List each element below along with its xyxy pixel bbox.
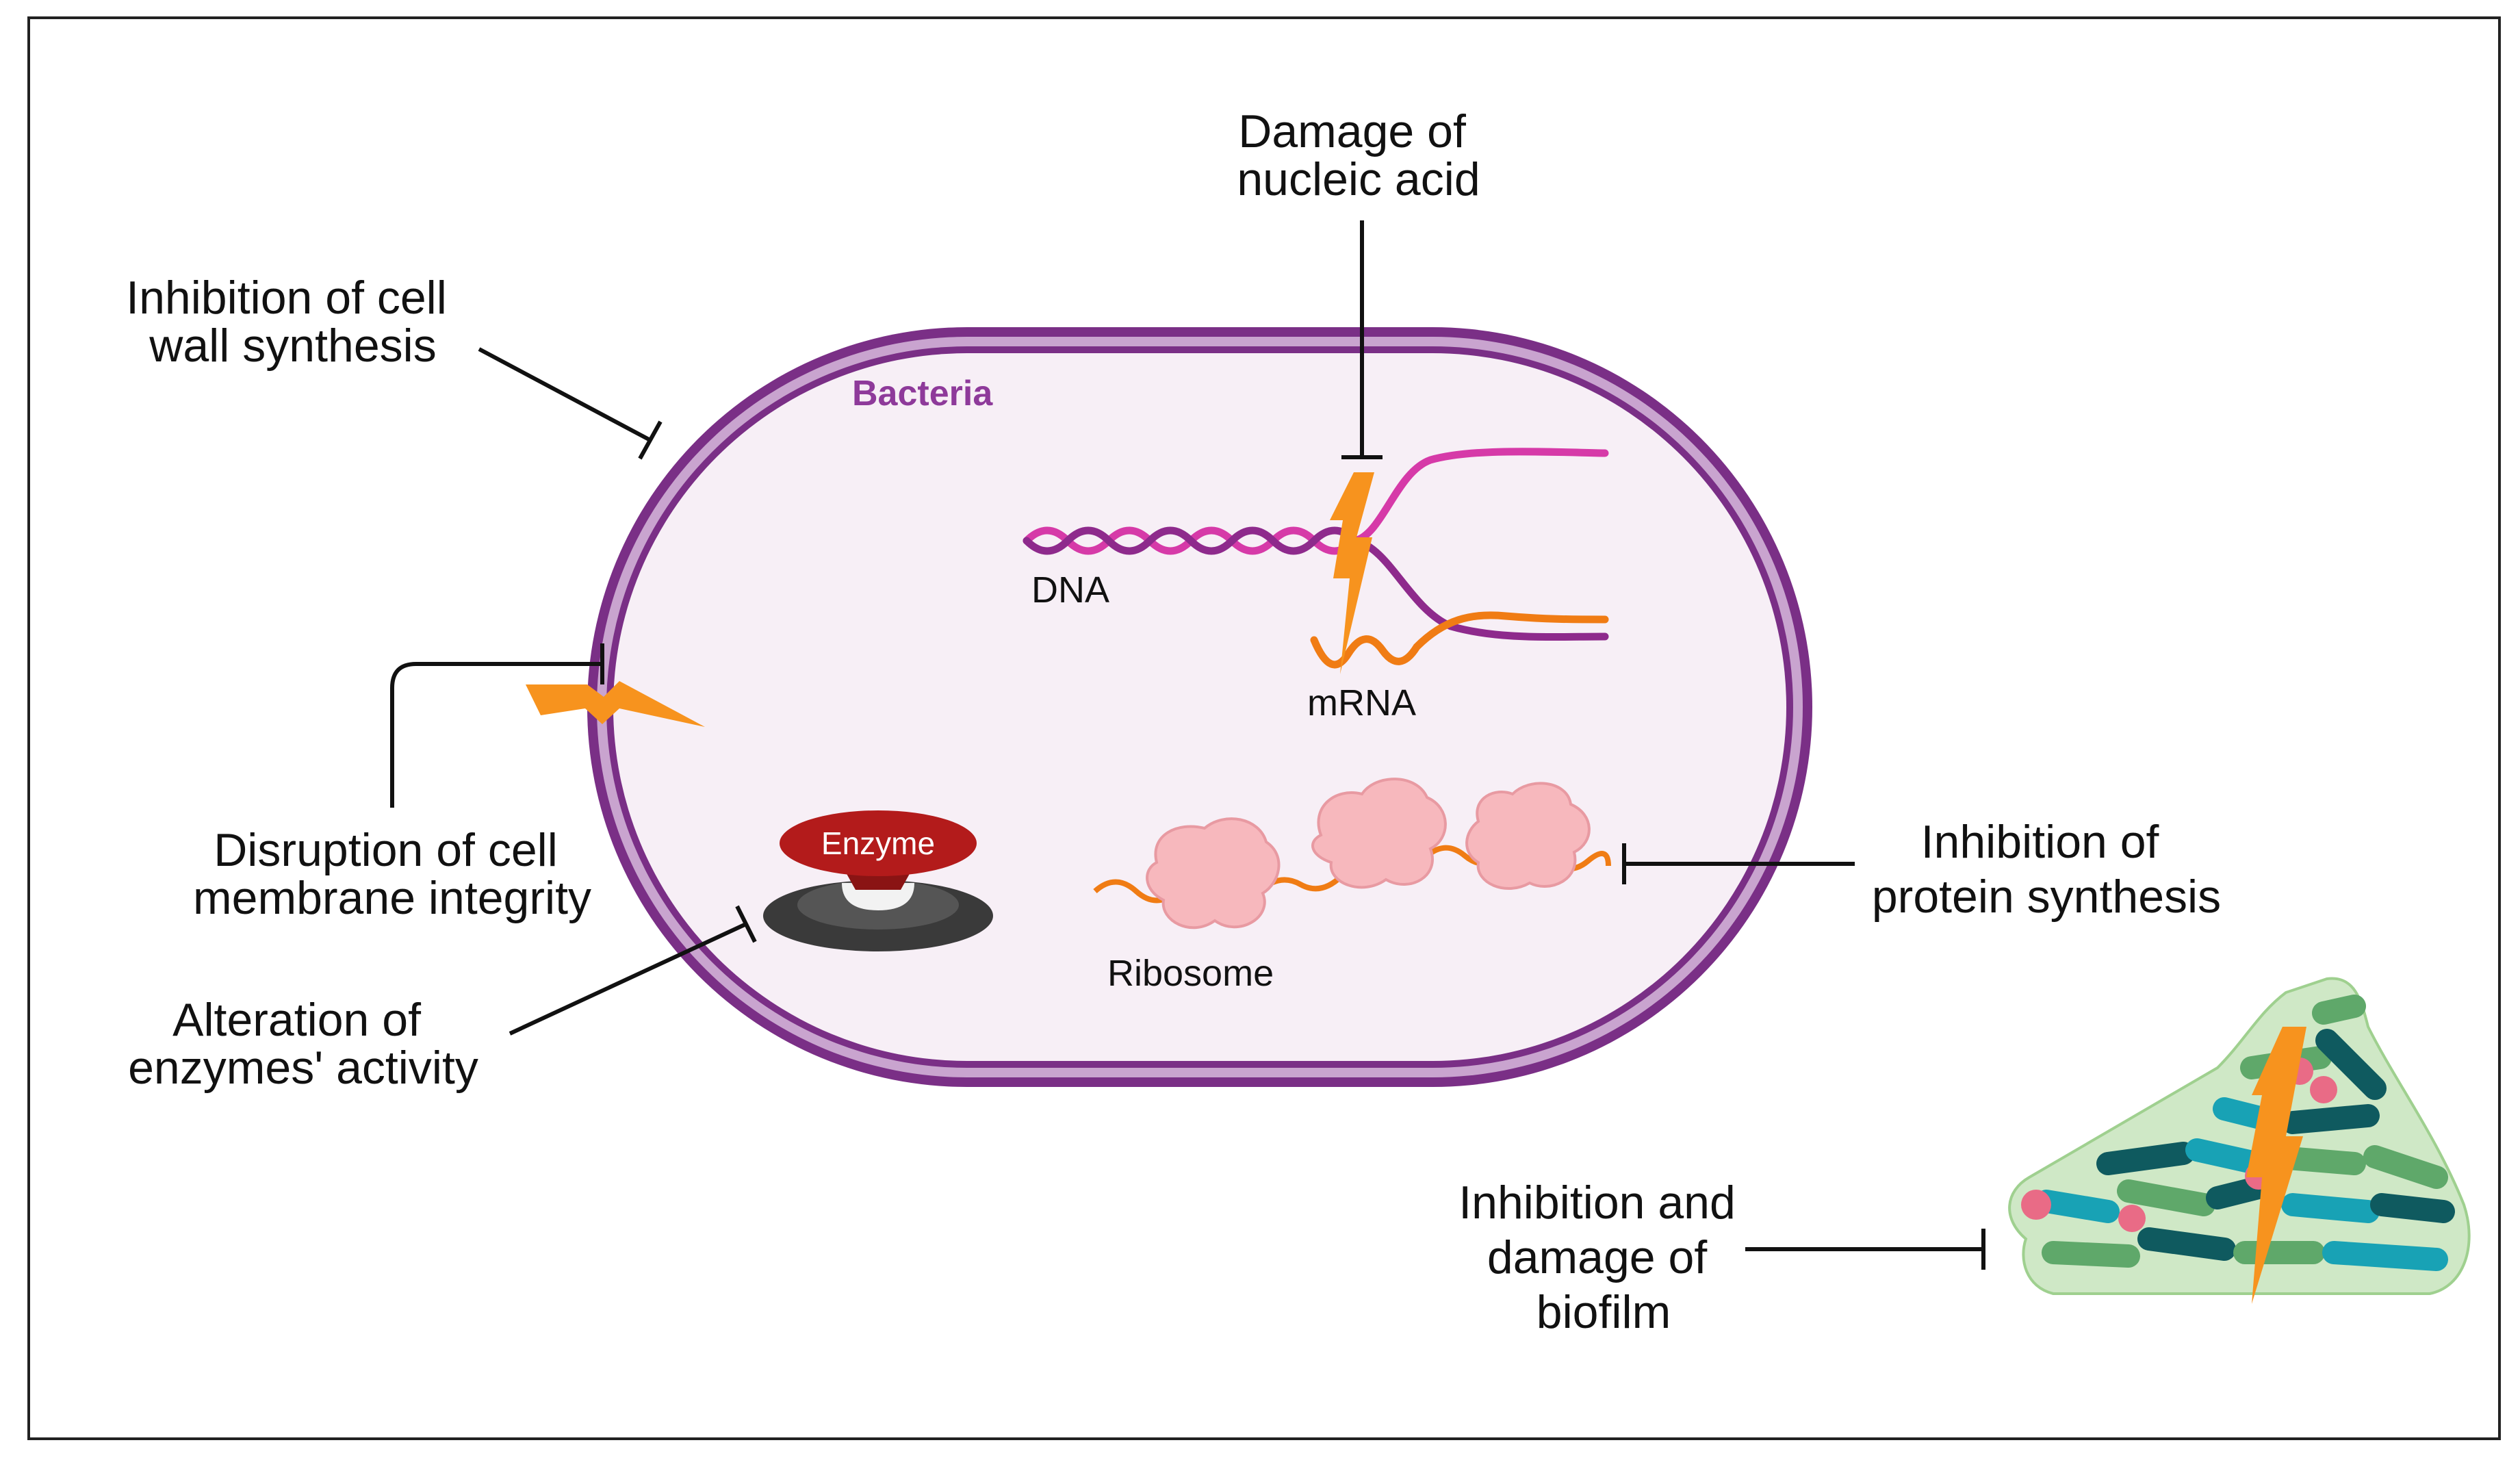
- rod: [2281, 1104, 2380, 1134]
- nucleic-acid-label: Damage of nucleic acid: [1237, 105, 1480, 205]
- rod: [2322, 1241, 2448, 1271]
- rod: [2042, 1241, 2140, 1268]
- membrane-label: Disruption of cell membrane integrity: [193, 824, 591, 924]
- protein-label-line: Inhibition of: [1921, 816, 2159, 868]
- biofilm-label-line: damage of: [1487, 1231, 1707, 1283]
- enzymes-label-line: Alteration of: [172, 994, 421, 1046]
- annotation-labels: Inhibition of cell wall synthesis Damage…: [126, 105, 2221, 1338]
- connector-membrane: [390, 662, 602, 808]
- lightning-bolt-icon: [526, 681, 705, 727]
- enzyme-complex: Enzyme: [763, 810, 993, 951]
- mrna-label: mRNA: [1307, 682, 1416, 723]
- enzyme-body: [780, 810, 977, 876]
- rod: [2117, 1179, 2215, 1216]
- dna-strand-b: [1023, 526, 1609, 641]
- biofilm-label-line: biofilm: [1537, 1286, 1671, 1338]
- enzyme-label: Enzyme: [821, 825, 935, 861]
- dna-label: DNA: [1031, 569, 1109, 611]
- rod: [2281, 1193, 2380, 1223]
- nucleic-acid-label-line: Damage of: [1238, 105, 1466, 157]
- rod: [2096, 1142, 2195, 1175]
- ribosome-label: Ribosome: [1107, 953, 1274, 994]
- mrna-strand: [1310, 611, 1609, 669]
- connector-cell-wall: [478, 347, 652, 442]
- biofilm-label: Inhibition and damage of biofilm: [1458, 1177, 1748, 1338]
- coccus: [2310, 1076, 2337, 1103]
- rod: [2035, 1190, 2120, 1223]
- rod: [2370, 1193, 2455, 1223]
- lightning-bolt-icon: [2246, 1027, 2306, 1304]
- lightning-bolt-icon: [1330, 472, 1374, 674]
- ribosome-1: [1146, 817, 1281, 930]
- protein-label: Inhibition of protein synthesis: [1872, 816, 2221, 923]
- membrane-label-line: membrane integrity: [193, 872, 591, 924]
- coccus: [2118, 1205, 2146, 1232]
- tbar-cell-wall: [638, 420, 663, 460]
- rod: [2315, 1029, 2387, 1100]
- biofilm-label-line: Inhibition and: [1458, 1177, 1736, 1229]
- rod: [2363, 1145, 2448, 1189]
- ribosome-group: [1093, 778, 1611, 930]
- protein-label-line: protein synthesis: [1872, 871, 2221, 923]
- membrane-label-line: Disruption of cell: [214, 824, 558, 876]
- inhibition-connectors: [390, 220, 1985, 1270]
- enzymes-label: Alteration of enzymes' activity: [128, 994, 478, 1094]
- rod: [2137, 1227, 2236, 1261]
- cell-wall-label-line: Inhibition of cell: [126, 272, 447, 324]
- dna-structure: [1023, 448, 1609, 669]
- rod: [2312, 995, 2366, 1025]
- bacteria-label: Bacteria: [852, 374, 993, 413]
- cell-wall-label-line: wall synthesis: [149, 320, 437, 372]
- cell-wall-label: Inhibition of cell wall synthesis: [126, 272, 460, 372]
- tbar-enzymes: [735, 905, 757, 943]
- ribosome-2: [1311, 778, 1447, 889]
- ribosome-3: [1465, 782, 1591, 891]
- nucleic-acid-label-line: nucleic acid: [1237, 153, 1480, 205]
- connector-enzymes: [509, 922, 747, 1036]
- enzymes-label-line: enzymes' activity: [128, 1042, 478, 1094]
- biofilm: [2008, 977, 2471, 1304]
- rod: [2185, 1138, 2270, 1175]
- coccus: [2021, 1190, 2051, 1220]
